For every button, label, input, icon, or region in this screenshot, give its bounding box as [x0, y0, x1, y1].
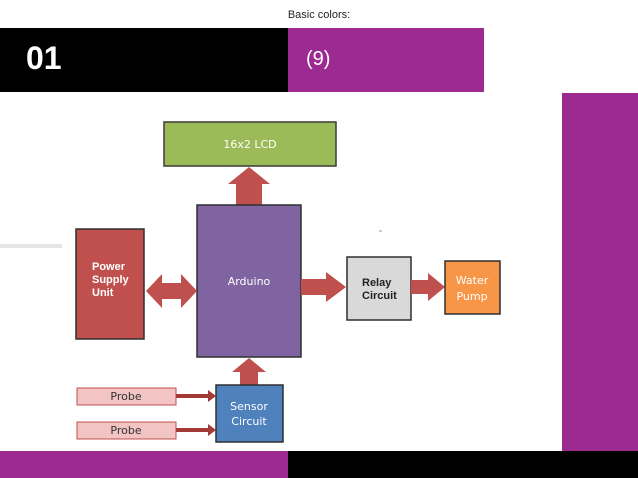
arrow-arduino-lcd: [228, 167, 270, 205]
water-pump-box: [444, 260, 501, 315]
sensor-label-2: Circuit: [231, 415, 267, 428]
lcd-box: [163, 121, 337, 167]
arrow-arduino-relay: [301, 272, 346, 302]
power-label-2: Supply: [92, 274, 130, 286]
arduino-box: [196, 204, 302, 358]
relay-label-2: Circuit: [362, 290, 397, 302]
pump-label-1: Water: [456, 274, 489, 287]
probe-label-1: Probe: [110, 390, 141, 403]
slide-number: 01: [26, 40, 62, 76]
probe-label-2: Probe: [110, 424, 141, 437]
bottom-purple-bar: [0, 451, 288, 478]
count-label: (9): [306, 48, 331, 70]
pump-label-2: Pump: [456, 290, 487, 303]
title-bar: [0, 28, 288, 92]
arrow-relay-pump: [411, 273, 445, 301]
small-mark: [379, 230, 382, 232]
arrow-power-arduino: [146, 274, 197, 308]
lcd-label: 16x2 LCD: [223, 138, 276, 151]
grey-divider-line: [0, 244, 62, 248]
probe-arrow-1: [176, 390, 216, 402]
arduino-label: Arduino: [228, 275, 271, 288]
sensor-label-1: Sensor: [230, 400, 268, 413]
power-supply-box: [75, 228, 145, 340]
probe-arrow-2: [176, 424, 216, 436]
top-caption: Basic colors:: [287, 9, 351, 21]
power-label-3: Unit: [92, 287, 114, 299]
arrow-sensor-arduino: [232, 358, 266, 385]
side-purple-bar: [562, 93, 638, 451]
relay-box: [346, 256, 412, 321]
sensor-box: [215, 384, 284, 443]
count-bar: [288, 28, 484, 92]
bottom-black-bar: [288, 451, 638, 478]
relay-label-1: Relay: [362, 277, 392, 289]
power-label-1: Power: [92, 261, 126, 273]
